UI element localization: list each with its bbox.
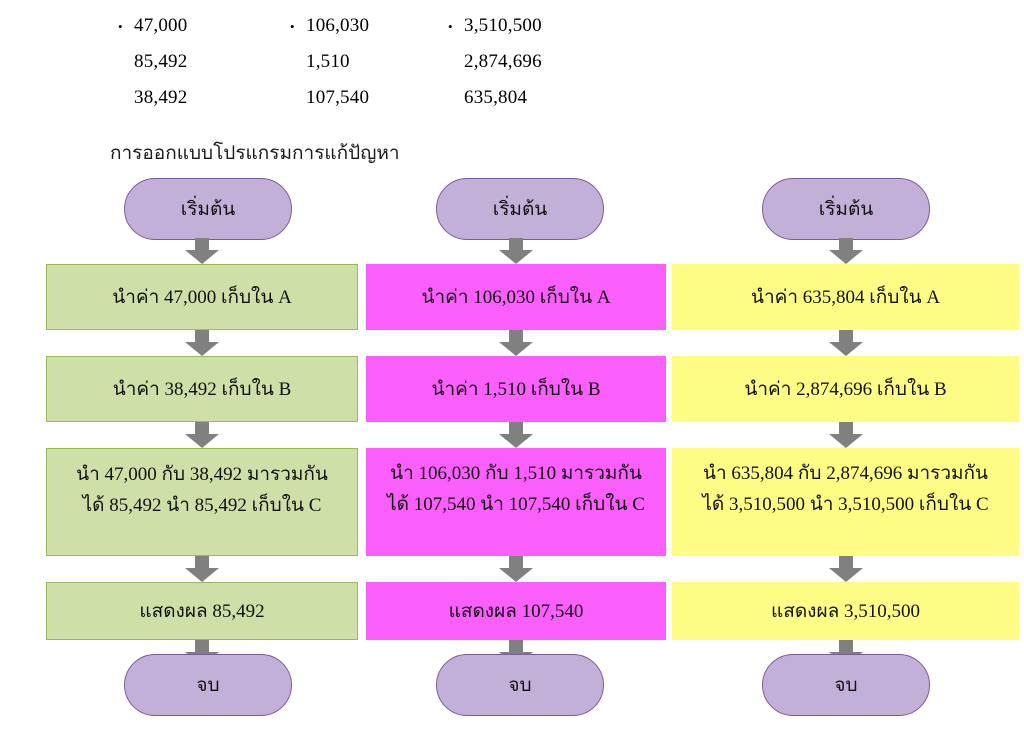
output-box: แสดงผล 3,510,500 xyxy=(672,582,1019,640)
number-value: 635,804 xyxy=(464,87,528,108)
flow-arrow-icon xyxy=(829,238,863,264)
bullet-spacer: • xyxy=(118,92,134,105)
process-box: นำค่า 47,000 เก็บใน A xyxy=(46,264,358,330)
number-value: 107,540 xyxy=(306,87,370,108)
process-line: นำ 635,804 กับ 2,874,696 มารวมกัน xyxy=(702,463,989,484)
bullet-icon: • xyxy=(118,18,123,34)
process-line: นำค่า 106,030 เก็บใน A xyxy=(421,286,611,308)
number-list-cell: • 47,000 xyxy=(118,15,290,37)
flow-arrow-icon xyxy=(499,330,533,356)
process-box: นำค่า 1,510 เก็บใน B xyxy=(366,356,666,422)
output-box: แสดงผล 85,492 xyxy=(46,582,358,640)
number-value: 85,492 xyxy=(134,51,188,72)
process-box: นำค่า 106,030 เก็บใน A xyxy=(366,264,666,330)
end-terminator: จบ xyxy=(762,654,930,716)
number-list-cell: • 1,510 xyxy=(290,51,448,73)
bullet-spacer: • xyxy=(290,92,306,105)
flow-arrow-icon xyxy=(829,422,863,448)
start-terminator: เริ่มต้น xyxy=(762,178,930,240)
process-line: นำ 47,000 กับ 38,492 มารวมกัน xyxy=(76,464,328,485)
bullet-icon: • xyxy=(290,18,295,34)
flow-arrow-icon xyxy=(185,330,219,356)
output-line: แสดงผล 3,510,500 xyxy=(771,600,920,622)
process-line: ได้ 85,492 นำ 85,492 เก็บใน C xyxy=(82,495,322,516)
process-box: นำค่า 635,804 เก็บใน A xyxy=(672,264,1019,330)
process-box: นำ 106,030 กับ 1,510 มารวมกัน ได้ 107,54… xyxy=(366,448,666,556)
bullet-spacer: • xyxy=(290,56,306,69)
process-box: นำค่า 2,874,696 เก็บใน B xyxy=(672,356,1019,422)
number-list-cell: • 106,030 xyxy=(290,15,448,37)
process-line: นำ 106,030 กับ 1,510 มารวมกัน xyxy=(390,463,642,484)
process-line: ได้ 3,510,500 นำ 3,510,500 เก็บใน C xyxy=(702,494,989,515)
number-value: 2,874,696 xyxy=(464,51,542,72)
flow-arrow-icon xyxy=(499,422,533,448)
process-line: นำค่า 635,804 เก็บใน A xyxy=(750,286,941,308)
flow-arrow-icon xyxy=(185,422,219,448)
section-heading: การออกแบบโปรแกรมการแก้ปัญหา xyxy=(110,143,400,164)
end-terminator: จบ xyxy=(436,654,604,716)
number-list-cell: • 635,804 xyxy=(448,87,638,109)
process-box: นำค่า 38,492 เก็บใน B xyxy=(46,356,358,422)
number-value: 1,510 xyxy=(306,51,350,72)
number-list-cell: • 3,510,500 xyxy=(448,15,638,37)
output-line: แสดงผล 85,492 xyxy=(139,600,265,622)
flow-arrow-icon xyxy=(185,556,219,582)
end-terminator: จบ xyxy=(124,654,292,716)
number-list-cell: • 2,874,696 xyxy=(448,51,638,73)
flow-arrow-icon xyxy=(829,556,863,582)
number-list: • 47,000 • 106,030 • 3,510,500 • 85,492 … xyxy=(118,8,738,128)
flowchart-group: เริ่มต้น นำค่า 47,000 เก็บใน A นำค่า 38,… xyxy=(0,178,1024,738)
process-box: นำ 635,804 กับ 2,874,696 มารวมกัน ได้ 3,… xyxy=(672,448,1019,556)
number-value: 38,492 xyxy=(134,87,188,108)
flow-arrow-icon xyxy=(185,238,219,264)
number-list-cell: • 85,492 xyxy=(118,51,290,73)
flowchart-2: เริ่มต้น นำค่า 106,030 เก็บใน A นำค่า 1,… xyxy=(366,178,666,738)
start-terminator: เริ่มต้น xyxy=(436,178,604,240)
output-box: แสดงผล 107,540 xyxy=(366,582,666,640)
start-terminator: เริ่มต้น xyxy=(124,178,292,240)
output-line: แสดงผล 107,540 xyxy=(448,600,584,622)
process-line: นำค่า 2,874,696 เก็บใน B xyxy=(744,378,947,400)
bullet-spacer: • xyxy=(448,56,464,69)
process-line: นำค่า 1,510 เก็บใน B xyxy=(431,378,601,400)
flow-arrow-icon xyxy=(499,238,533,264)
flow-arrow-icon xyxy=(829,330,863,356)
process-line: นำค่า 47,000 เก็บใน A xyxy=(112,286,292,308)
number-value: 3,510,500 xyxy=(464,15,542,36)
number-list-cell: • 38,492 xyxy=(118,87,290,109)
number-value: 106,030 xyxy=(306,15,370,36)
bullet-spacer: • xyxy=(118,56,134,69)
bullet-spacer: • xyxy=(448,92,464,105)
process-line: นำค่า 38,492 เก็บใน B xyxy=(112,378,292,400)
number-list-row: • 47,000 • 106,030 • 3,510,500 xyxy=(118,8,738,44)
number-list-cell: • 107,540 xyxy=(290,87,448,109)
process-line: ได้ 107,540 นำ 107,540 เก็บใน C xyxy=(387,494,645,515)
flow-arrow-icon xyxy=(499,556,533,582)
process-box: นำ 47,000 กับ 38,492 มารวมกัน ได้ 85,492… xyxy=(46,448,358,556)
number-value: 47,000 xyxy=(134,15,188,36)
flowchart-3: เริ่มต้น นำค่า 635,804 เก็บใน A นำค่า 2,… xyxy=(672,178,1019,738)
number-list-row: • 85,492 • 1,510 • 2,874,696 xyxy=(118,44,738,80)
number-list-row: • 38,492 • 107,540 • 635,804 xyxy=(118,80,738,116)
bullet-icon: • xyxy=(448,18,453,34)
flowchart-1: เริ่มต้น นำค่า 47,000 เก็บใน A นำค่า 38,… xyxy=(46,178,358,738)
